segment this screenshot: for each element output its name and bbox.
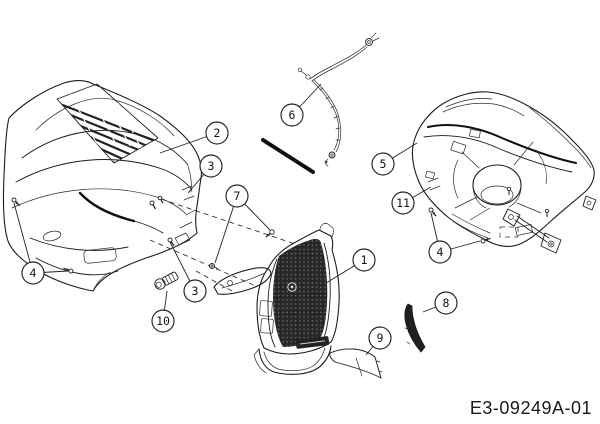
callout-3-lower[interactable]: 3 bbox=[183, 279, 207, 303]
mounting-screw bbox=[167, 237, 175, 247]
hood-front-bumper bbox=[29, 230, 129, 292]
seal-strip bbox=[261, 138, 315, 174]
callout-6[interactable]: 6 bbox=[280, 103, 304, 127]
mounting-screws bbox=[11, 186, 550, 274]
grille-left-wing bbox=[213, 267, 272, 295]
grille-badge bbox=[295, 336, 330, 349]
side-trim-strip bbox=[404, 303, 426, 353]
cable-end-eyelet bbox=[328, 151, 336, 159]
callout-number: 8 bbox=[443, 296, 450, 310]
callout-9[interactable]: 9 bbox=[368, 326, 392, 350]
shoulder-bolt bbox=[154, 271, 179, 290]
drawing-number: E3-09249A-01 bbox=[470, 398, 592, 418]
callout-number: 3 bbox=[192, 284, 199, 298]
assembly-guide-lines bbox=[149, 198, 519, 292]
mounting-screw bbox=[428, 207, 437, 217]
callout-11[interactable]: 11 bbox=[391, 191, 415, 215]
mounting-screw bbox=[149, 200, 157, 210]
lower-corner-panel bbox=[329, 348, 383, 379]
mounting-screw bbox=[265, 229, 275, 238]
mounting-screw bbox=[506, 186, 512, 195]
callout-8[interactable]: 8 bbox=[434, 291, 458, 315]
callout-2[interactable]: 2 bbox=[205, 121, 229, 145]
callout-number: 11 bbox=[396, 196, 410, 210]
callout-number: 5 bbox=[380, 157, 387, 171]
callout-number: 7 bbox=[234, 189, 241, 203]
callout-5[interactable]: 5 bbox=[371, 152, 395, 176]
mounting-screw bbox=[480, 237, 491, 244]
cable-clip bbox=[305, 74, 311, 80]
mounting-screw bbox=[63, 267, 74, 274]
support-rod bbox=[502, 195, 597, 254]
hood-corner-hinge bbox=[174, 185, 196, 246]
callout-number: 3 bbox=[208, 159, 215, 173]
release-cable bbox=[297, 32, 380, 167]
callout-balloons: 1 2 3 3 4 4 5 6 7 8 9 10 11 bbox=[21, 103, 458, 350]
callout-3-upper[interactable]: 3 bbox=[199, 154, 223, 178]
hood-insert-panel bbox=[411, 91, 597, 254]
callout-10[interactable]: 10 bbox=[151, 309, 175, 333]
mounting-screw bbox=[11, 197, 21, 207]
front-grille bbox=[213, 223, 340, 375]
callout-4-right[interactable]: 4 bbox=[428, 240, 452, 264]
callout-number: 1 bbox=[361, 253, 368, 267]
hood-vent-grille bbox=[56, 83, 159, 164]
callout-number: 10 bbox=[156, 314, 170, 328]
callout-number: 4 bbox=[437, 245, 444, 259]
hood-panel bbox=[2, 79, 202, 292]
callout-number: 6 bbox=[289, 108, 296, 122]
callout-1[interactable]: 1 bbox=[352, 248, 376, 272]
grille-lower-valance bbox=[253, 336, 332, 375]
callout-4-left[interactable]: 4 bbox=[21, 261, 45, 285]
hood-shutline-swoosh bbox=[78, 191, 136, 223]
mounting-screw bbox=[157, 195, 164, 204]
callout-number: 2 bbox=[214, 126, 221, 140]
callout-number: 4 bbox=[30, 266, 37, 280]
mounting-screw bbox=[544, 208, 550, 217]
cable-end-connector bbox=[365, 38, 373, 46]
mounting-grommet bbox=[208, 262, 219, 270]
blower-opening bbox=[472, 164, 522, 209]
callout-number: 9 bbox=[377, 331, 384, 345]
callout-7[interactable]: 7 bbox=[225, 184, 249, 208]
grille-emblem bbox=[287, 282, 297, 292]
